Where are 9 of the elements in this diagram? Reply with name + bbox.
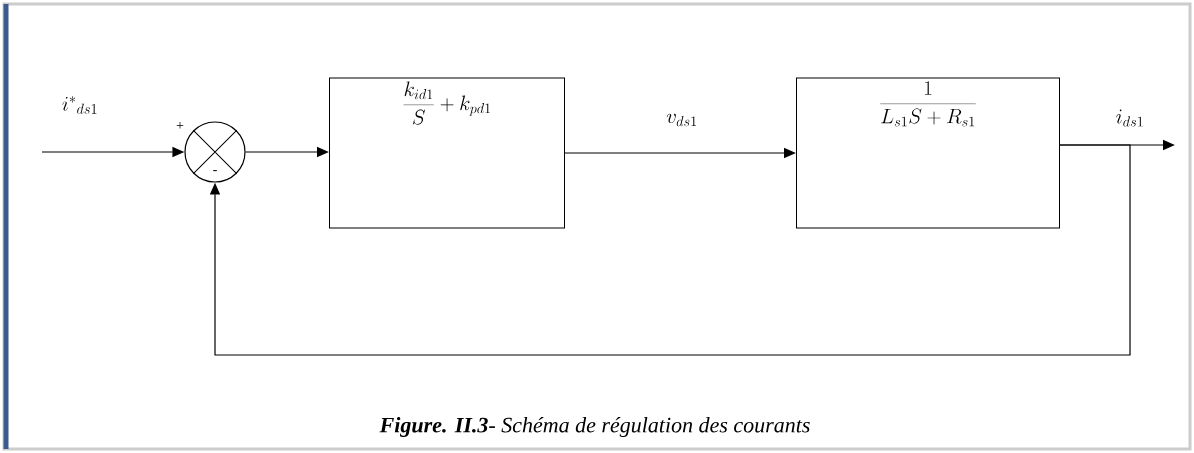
summing-junction: [184, 121, 246, 183]
transfer-function-box: $\frac{k_{id1}}{S}+k_{pd1}$: [329, 77, 565, 229]
signal-label: $v_{ds1}$: [666, 113, 696, 127]
figure-caption: Figure. II.3- Schéma de régulation des courants: [379, 417, 810, 437]
transfer-function-box: $\frac{1}{L_{s1}S+R_{s1}}$: [796, 77, 1060, 229]
sign-label: -: [213, 170, 217, 172]
signal-label: $i^{*}{}_{ds1}$: [62, 96, 97, 114]
arrow: [209, 144, 1131, 356]
signal-label: $i_{ds1}$: [1116, 109, 1143, 127]
